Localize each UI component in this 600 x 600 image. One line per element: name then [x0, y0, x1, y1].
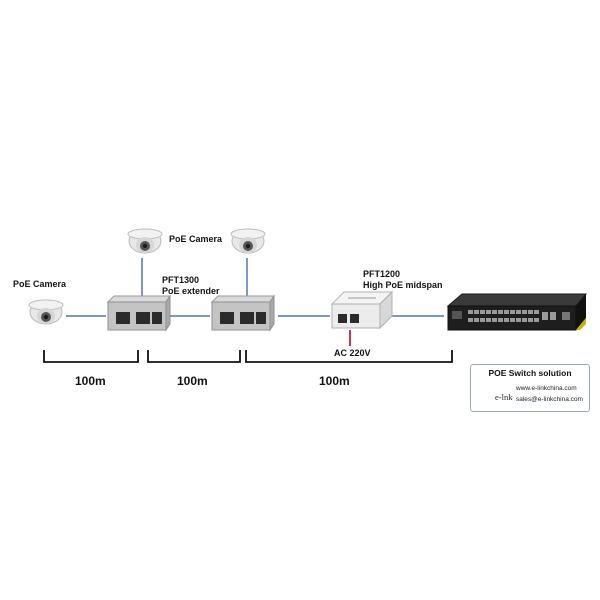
- midspan-model-label: PFT1200: [363, 269, 401, 279]
- distance-brackets: [43, 350, 453, 363]
- bracket-segment-1: [43, 350, 139, 363]
- poe-camera-icon: [28, 299, 64, 325]
- midspan-name-label: High PoE midspan: [363, 280, 443, 290]
- camera-top-label: PoE Camera: [169, 234, 223, 244]
- info-card-title: POE Switch solution: [488, 368, 572, 378]
- poe-switch-icon: [446, 293, 588, 331]
- extender-model-label: PFT1300: [162, 275, 200, 285]
- poe-extender-icon: [210, 294, 275, 332]
- poe-camera-icon: [127, 228, 163, 254]
- extender-name-label: PoE extender: [162, 286, 220, 296]
- link-lines: [66, 258, 444, 317]
- website-link[interactable]: www.e-linkchina.com: [516, 385, 577, 392]
- poe-midspan-icon: [330, 290, 394, 330]
- distance-label: 100m: [75, 374, 106, 388]
- power-label: AC 220V: [334, 348, 371, 358]
- bracket-segment-2: [147, 350, 241, 363]
- brand-name: e-lnk: [495, 392, 513, 402]
- poe-extender-icon: [106, 294, 171, 332]
- camera-left-label: PoE Camera: [13, 279, 67, 289]
- distance-label: 100m: [319, 374, 350, 388]
- distance-label: 100m: [177, 374, 208, 388]
- bracket-segment-3: [245, 350, 453, 363]
- email-link[interactable]: sales@e-linkchina.com: [516, 396, 583, 403]
- poe-camera-icon: [230, 228, 266, 254]
- info-card: POE Switch solution e-lnk www.e-linkchin…: [470, 364, 590, 412]
